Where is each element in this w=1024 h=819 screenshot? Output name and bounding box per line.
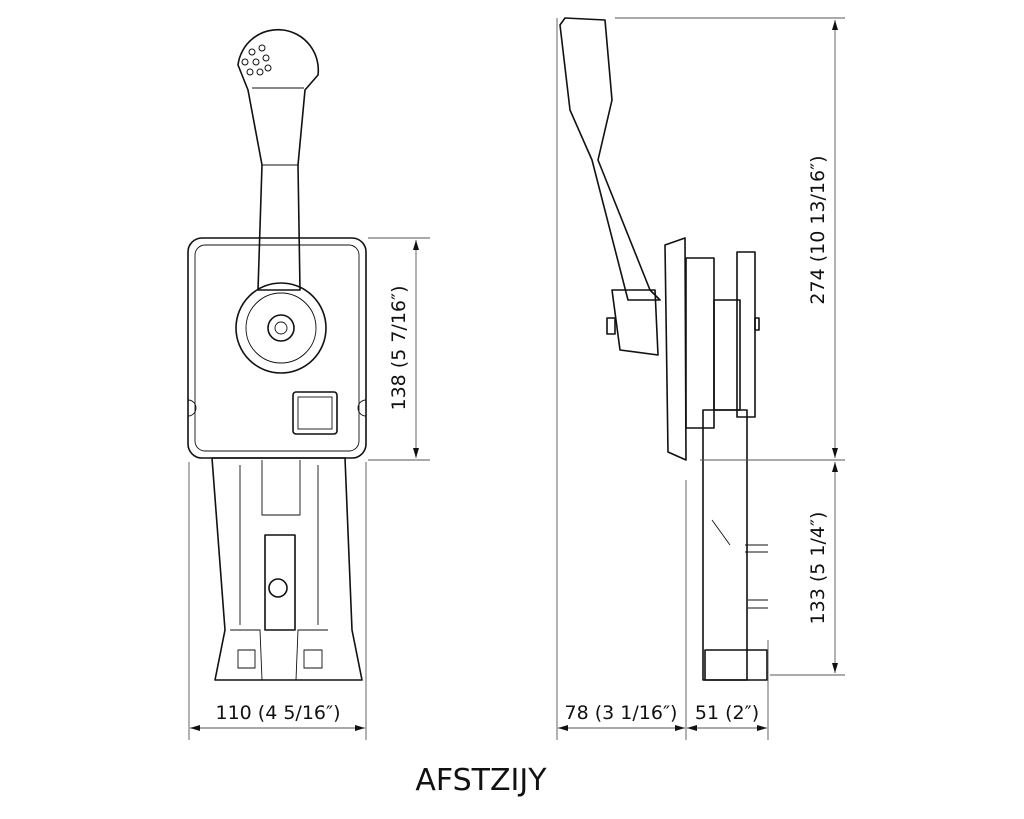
lever-handle <box>235 28 327 374</box>
dimension-side-depth-rear: 51 (2″) <box>695 702 759 724</box>
pivot-icon <box>267 314 295 342</box>
dimension-lower-height: 133 (5 1/4″) <box>807 512 829 625</box>
control-body <box>187 237 367 459</box>
dimension-lines <box>188 17 845 740</box>
lower-housing <box>211 457 363 681</box>
dimension-front-width: 110 (4 5/16″) <box>215 702 340 724</box>
drawing-title: AFSTZIJY <box>415 763 547 798</box>
front-view <box>187 28 367 681</box>
trim-button <box>292 391 338 435</box>
screw-icon <box>268 578 288 598</box>
dimension-front-height: 138 (5 7/16″) <box>388 285 410 410</box>
side-view <box>559 17 768 681</box>
dimension-side-depth-front: 78 (3 1/16″) <box>565 702 678 724</box>
dimension-total-height: 274 (10 13/16″) <box>807 155 829 304</box>
grip-dots-icon <box>241 44 272 76</box>
